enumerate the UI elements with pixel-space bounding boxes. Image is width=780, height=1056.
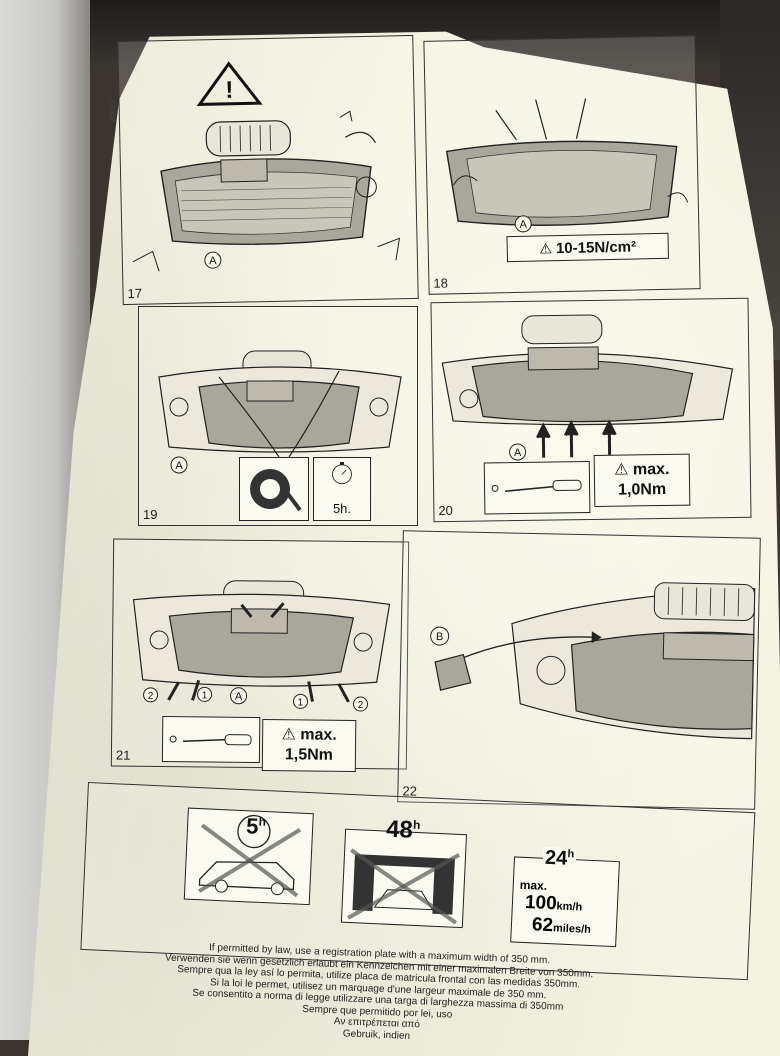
cure-time: 5h. (332, 501, 352, 516)
screwdriver-box (161, 715, 261, 764)
wait-instructions-section: 5h 48h 24h max. 100km/h 62miles/h (80, 782, 756, 981)
screwdriver-icon (169, 734, 252, 746)
tape-roll-icon (250, 469, 302, 512)
warning-icon: ⚠ (614, 461, 629, 479)
speed-mph-unit: miles/h (552, 922, 592, 936)
wait-time-3: 24 (544, 846, 568, 870)
panel-21: 2 1 A 1 2 ⚠ max. 1,5Nm 21 (110, 538, 410, 773)
no-carwash-box: 48h (340, 816, 468, 929)
panel-19: A 5h. 19 (138, 306, 418, 526)
speed-limit-box: 24h max. 100km/h 62miles/h (510, 846, 620, 948)
tape-roll-box (239, 457, 309, 521)
screwdriver-box (483, 461, 591, 515)
panel-22: B 22 (397, 530, 761, 810)
callout-2: 2 (148, 691, 154, 702)
wait-time-1: 5 (245, 813, 259, 839)
callout-2: 2 (358, 700, 364, 711)
side-text: ntaje (108, 100, 118, 123)
screwdriver-icon (491, 479, 582, 492)
callout-a: A (519, 219, 527, 231)
stopwatch-icon (332, 462, 352, 485)
wait-time-2: 48 (385, 815, 414, 844)
tape-application-illustration: A (158, 350, 402, 474)
torque-label: max. (632, 460, 670, 479)
trim-clip-illustration: B (430, 582, 756, 740)
warning-icon: ⚠ (281, 726, 296, 744)
wait-time-2-unit: h (412, 817, 421, 833)
speed-mph: 62 (531, 914, 554, 937)
callout-a: A (235, 691, 243, 703)
no-carwash-icon (347, 848, 461, 925)
torque-value: 1,0Nm (617, 480, 667, 499)
callout-b: B (436, 631, 444, 643)
step-number: 17 (127, 285, 143, 301)
no-driving-box: 5h (183, 807, 314, 906)
force-value: 10-15N/cm² (555, 237, 637, 257)
fastening-points-illustration: 2 1 A 1 2 (132, 580, 391, 712)
speed-kmh: 100 (524, 891, 558, 915)
wait-time-3-unit: h (567, 848, 575, 861)
step-number: 21 (115, 747, 131, 763)
callout-1: 1 (298, 697, 304, 708)
no-driving-car-icon (198, 814, 302, 898)
torque-label: max. (300, 726, 337, 744)
force-box: ⚠ 10-15N/cm² (506, 232, 669, 263)
torque-box: ⚠ max. 1,0Nm (593, 453, 691, 507)
step-number: 19 (143, 507, 158, 522)
callout-a: A (514, 447, 522, 459)
press-clips-illustration: A (445, 98, 689, 233)
callout-1: 1 (202, 690, 208, 701)
callout-a: A (209, 255, 217, 267)
svg-text:!: ! (225, 77, 234, 104)
screw-tightening-illustration: A (441, 314, 734, 461)
step-number: 20 (438, 502, 453, 519)
torque-value: 1,5Nm (284, 746, 334, 764)
panel-17: ! A 17 (117, 34, 419, 306)
speed-kmh-unit: km/h (556, 900, 583, 914)
panel-20: A ⚠ max. 1,0Nm 20 (430, 297, 752, 523)
timer-box: 5h. (313, 457, 371, 521)
bumper-grille-removal-illustration: ! A (132, 61, 401, 272)
torque-box: ⚠ max. 1,5Nm (261, 719, 357, 773)
wait-time-1-unit: h (258, 814, 267, 829)
warning-icon: ⚠ (539, 239, 553, 256)
step-number: 18 (433, 275, 449, 291)
callout-a: A (175, 460, 183, 472)
panel-18: A ⚠ 10-15N/cm² 18 (423, 35, 701, 295)
speed-label: max. (519, 877, 548, 893)
